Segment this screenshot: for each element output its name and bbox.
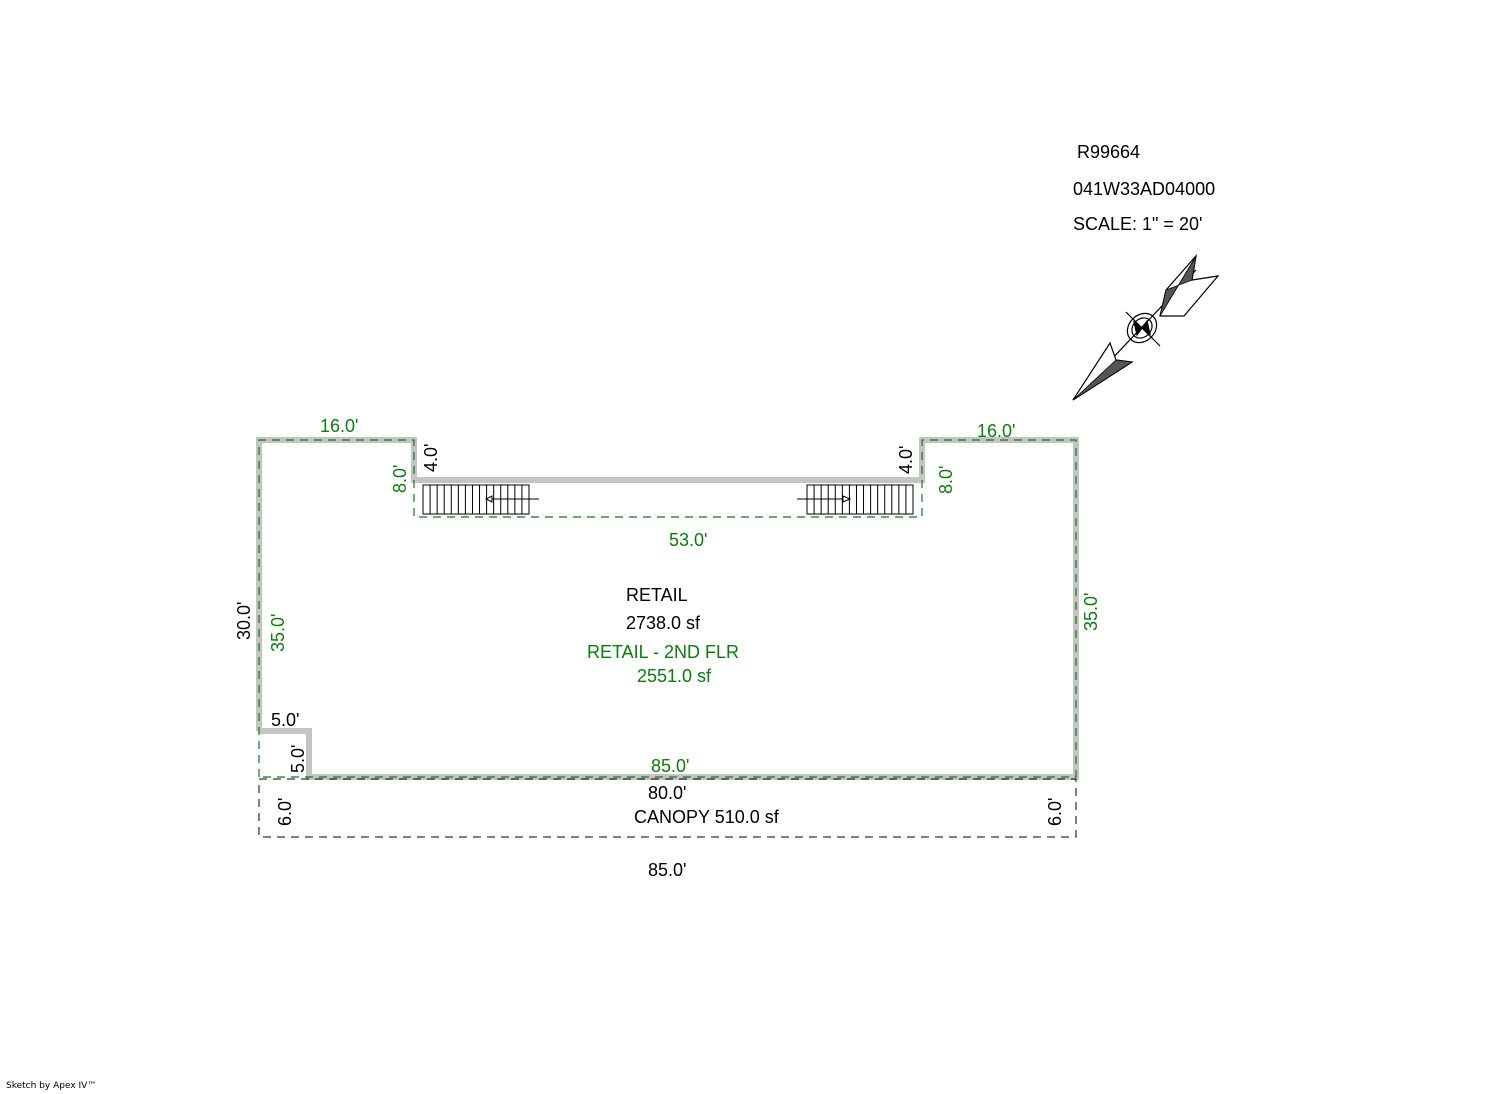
scale-label: SCALE: 1" = 20' [1073, 214, 1203, 234]
dim-left-height-2nd: 35.0' [268, 614, 288, 652]
parcel-id: R99664 [1077, 142, 1141, 162]
dim-canopy-width: 85.0' [648, 860, 686, 880]
dim-left-height: 30.0' [234, 602, 254, 640]
dim-bottom-width: 80.0' [648, 783, 686, 803]
dim-corner-width: 5.0' [271, 710, 299, 730]
map-tax-lot: 041W33AD04000 [1073, 179, 1216, 199]
north-arrow-icon [1072, 254, 1220, 401]
dim-canopy-right: 6.0' [1045, 798, 1065, 826]
retail-2nd-area: 2551.0 sf [637, 666, 712, 686]
canopy-label: CANOPY 510.0 sf [634, 807, 780, 827]
stairs-right [797, 484, 914, 515]
sketch-credit: Sketch by Apex IV™ [6, 1081, 97, 1091]
retail-name: RETAIL [626, 585, 688, 605]
dim-right-notch-2nd: 8.0' [936, 466, 956, 494]
dim-right-height-2nd: 35.0' [1081, 593, 1101, 631]
dim-right-notch-height: 4.0' [896, 446, 916, 474]
dim-corner-height: 5.0' [288, 745, 308, 773]
dim-top-right-width: 16.0' [977, 421, 1015, 441]
dim-canopy-left: 6.0' [275, 798, 295, 826]
dim-left-notch-2nd: 8.0' [390, 465, 410, 493]
dim-recess-width-2nd: 53.0' [669, 530, 707, 550]
second-floor-outline [258, 439, 1077, 778]
stairs-left [422, 484, 539, 515]
dim-left-notch-height: 4.0' [421, 444, 441, 472]
retail-2nd-name: RETAIL - 2ND FLR [587, 642, 739, 662]
retail-area: 2738.0 sf [626, 613, 701, 633]
dim-bottom-width-2nd: 85.0' [651, 756, 689, 776]
dim-top-left-width: 16.0' [320, 416, 358, 436]
canopy-outline [258, 778, 1077, 838]
